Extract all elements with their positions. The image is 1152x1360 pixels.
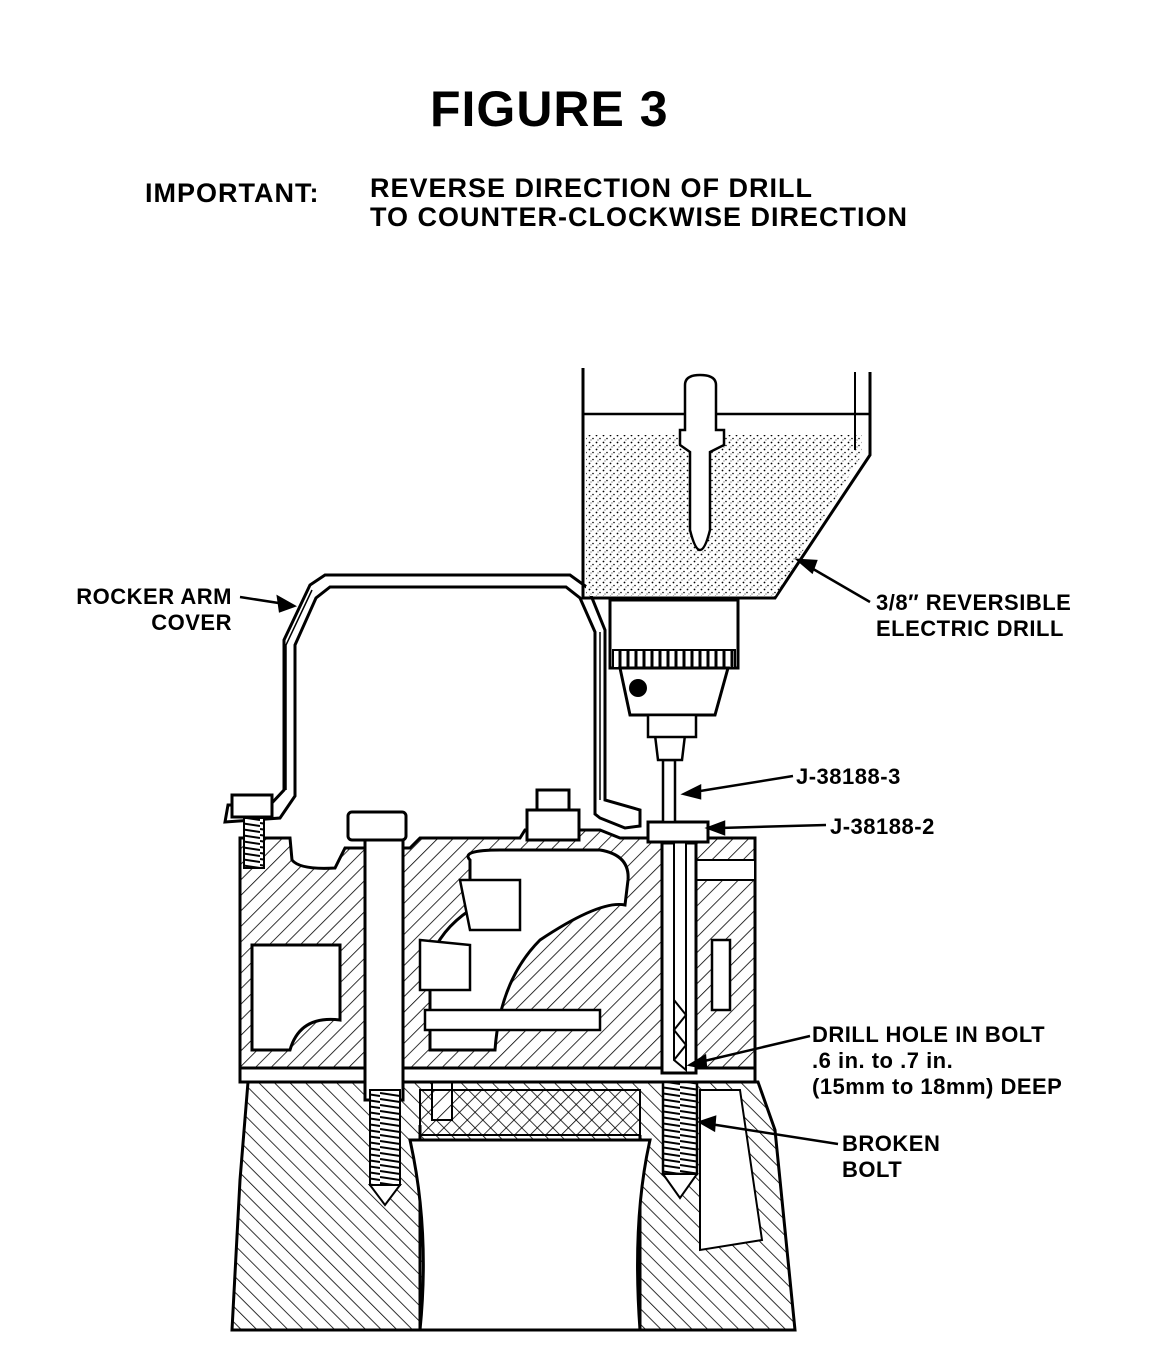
drill-bit-label: J-38188-3 (796, 764, 901, 789)
electric-drill (581, 368, 872, 739)
cover-bolt (230, 793, 274, 869)
drill-label-line-2: ELECTRIC DRILL (876, 616, 1064, 641)
drill-hole-label-line-2: .6 in. to .7 in. (812, 1048, 954, 1073)
drill-bore (660, 841, 698, 1075)
drill-guide-label: J-38188-2 (830, 814, 935, 839)
leader-lines (239, 558, 871, 1146)
broken-bolt-label-line-2: BOLT (842, 1157, 903, 1182)
important-instruction-line-2: TO COUNTER-CLOCKWISE DIRECTION (370, 202, 908, 232)
rocker-arm-label-line-1: ROCKER ARM (76, 584, 232, 609)
rocker-arm-cover-label: ROCKER ARM COVER (52, 584, 232, 636)
drill-guide-tool (646, 820, 710, 844)
broken-bolt-label-line-1: BROKEN (842, 1131, 941, 1156)
drill-label-line-1: 3/8″ REVERSIBLE (876, 590, 1072, 615)
drill-hole-label: DRILL HOLE IN BOLT .6 in. to .7 in. (15m… (812, 1022, 1062, 1100)
broken-bolt (661, 1080, 699, 1200)
head-bolt (346, 810, 408, 1207)
drill-bit (653, 733, 687, 824)
drill-hole-label-line-3: (15mm to 18mm) DEEP (812, 1074, 1063, 1099)
rocker-arm-label-line-2: COVER (151, 610, 232, 635)
figure-title: FIGURE 3 (430, 81, 669, 137)
rocker-arm-cover (223, 573, 642, 830)
important-label: IMPORTANT: (145, 178, 320, 208)
electric-drill-label: 3/8″ REVERSIBLE ELECTRIC DRILL (876, 590, 1071, 642)
important-instruction-line-1: REVERSE DIRECTION OF DRILL (370, 173, 814, 203)
drill-hole-label-line-1: DRILL HOLE IN BOLT (812, 1022, 1046, 1047)
broken-bolt-label: BROKEN BOLT (842, 1131, 940, 1183)
head-stud (525, 788, 581, 842)
